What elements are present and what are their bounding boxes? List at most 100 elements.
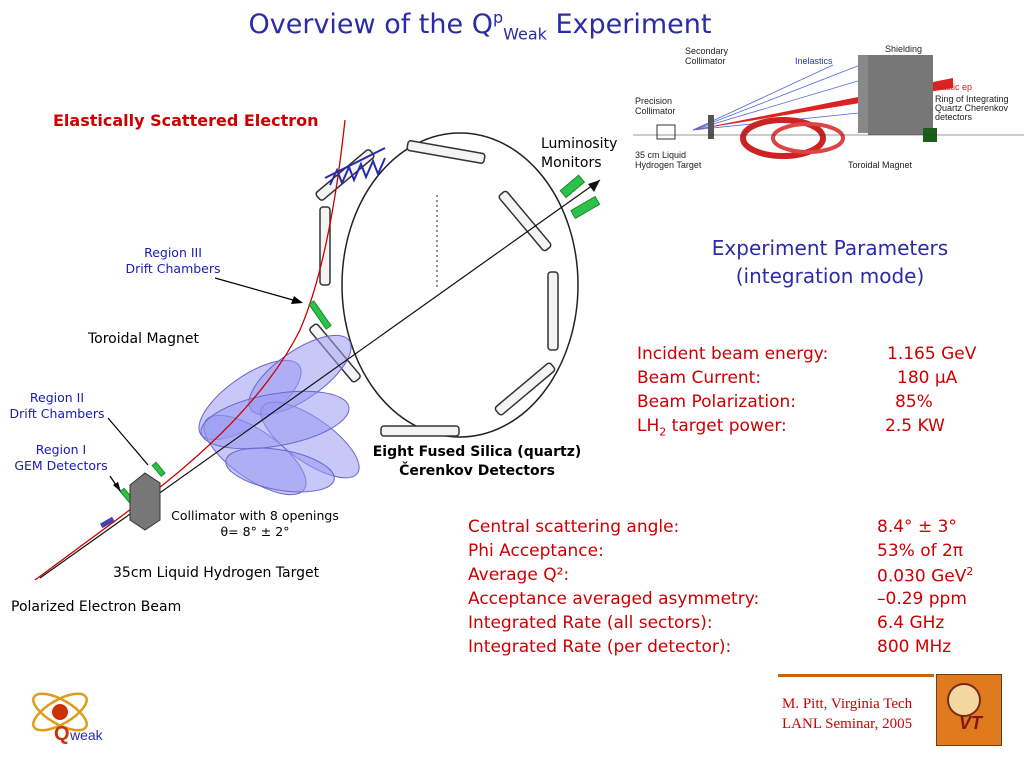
logo-nucleus [52, 704, 68, 720]
quartz-bar [380, 425, 460, 437]
result-label: Integrated Rate (per detector): [468, 637, 732, 657]
qweak-logo: Q weak [32, 692, 104, 745]
inset-label-shielding: Shielding [885, 44, 922, 54]
page-title: Overview of the QpWeak Experiment [0, 8, 960, 43]
inset-label-ring-2: Quartz Cherenkov [935, 103, 1009, 113]
label-region2: Region II Drift Chambers [2, 390, 112, 422]
label-arrowheads [113, 296, 303, 492]
label-collimator-2: θ= 8° ± 2° [220, 524, 290, 539]
label-region1: Region I GEM Detectors [6, 442, 116, 474]
inset-label-toroidal: Toroidal Magnet [848, 160, 913, 170]
param-label-main: LH [637, 416, 660, 436]
inset-label-precision-2: Collimator [635, 106, 676, 116]
label-beam: Polarized Electron Beam [11, 599, 182, 615]
result-label: Acceptance averaged asymmetry: [468, 589, 760, 609]
inset-schematic: Secondary Collimator Inelastics Shieldin… [633, 40, 1024, 180]
param-value: 85% [895, 392, 933, 412]
collimator-block [129, 472, 161, 531]
logo-letter: Q [54, 723, 70, 745]
footer-divider [778, 674, 934, 677]
result-value: 8.4° ± 3° [877, 517, 957, 537]
electron-trajectory [34, 119, 346, 581]
label-region3: Region III Drift Chambers [118, 245, 228, 277]
detector-ring [341, 132, 579, 438]
inset-magnet-coil [740, 117, 826, 159]
result-value-sup: 2 [966, 565, 974, 578]
label-collimator-1: Collimator with 8 openings [171, 508, 339, 523]
result-value-main: 0.030 GeV [877, 566, 967, 587]
param-label-post: target power: [666, 416, 787, 436]
footer-venue: LANL Seminar, 2005 [782, 716, 913, 732]
param-label-sub: 2 [659, 425, 667, 439]
params-heading-2: (integration mode) [735, 264, 925, 288]
param-label: Beam Polarization: [637, 392, 797, 412]
result-value: 0.030 GeV2 [877, 565, 973, 587]
label-luminosity: Luminosity Monitors [541, 135, 617, 173]
quartz-bar [547, 271, 559, 351]
inset-background [633, 40, 1024, 180]
label-toroidal-magnet: Toroidal Magnet [88, 331, 199, 347]
label-quartz-2: Čerenkov Detectors [399, 463, 555, 479]
result-value: 6.4 GHz [877, 613, 945, 633]
inset-label-ring-3: detectors [935, 112, 973, 122]
quartz-bars [309, 140, 559, 437]
label-quartz-detectors: Eight Fused Silica (quartz) Čerenkov Det… [362, 443, 592, 481]
inset-label-target-1: 35 cm Liquid [635, 150, 686, 160]
params-heading: Experiment Parameters (integration mode) [650, 234, 1010, 290]
label-elastic-electron: Elastically Scattered Electron [53, 111, 319, 130]
footer-author: M. Pitt, Virginia Tech [782, 696, 913, 712]
quartz-bar [406, 140, 486, 164]
inset-precision-collimator [708, 115, 714, 139]
inset-label-inelastics: Inelastics [795, 56, 833, 66]
logo-orbit-1 [32, 692, 88, 732]
label-region1-2: GEM Detectors [14, 458, 108, 473]
beam-arrowhead [588, 180, 600, 192]
title-superscript: p [492, 8, 504, 27]
param-label: LH2 target power: [637, 416, 787, 438]
label-target: 35cm Liquid Hydrogen Target [113, 565, 320, 581]
vt-hokie-icon [947, 683, 981, 717]
inset-label-elastic: Elastic ep [933, 82, 972, 92]
target-cell [99, 516, 115, 529]
vt-logo: VT [936, 674, 1002, 746]
inset-label-secondary-1: Secondary [685, 46, 729, 56]
param-value: 2.5 KW [885, 416, 945, 436]
inset-label-ring-1: Ring of Integrating [935, 94, 1009, 104]
label-luminosity-2: Monitors [541, 155, 602, 171]
param-label: Beam Current: [637, 368, 762, 388]
label-region3-2: Drift Chambers [125, 261, 221, 276]
result-value: 53% of 2π [877, 541, 964, 561]
title-text: Overview of the Q [248, 9, 493, 40]
inset-label-target-2: Hydrogen Target [635, 160, 702, 170]
label-quartz-1: Eight Fused Silica (quartz) [372, 444, 582, 460]
result-value: –0.29 ppm [877, 589, 967, 609]
label-region3-1: Region III [144, 245, 202, 260]
region3-chamber [324, 147, 386, 186]
label-region1-1: Region I [35, 442, 87, 457]
param-value: 1.165 GeV [887, 344, 977, 364]
logo-text: weak [69, 727, 104, 743]
label-collimator: Collimator with 8 openings θ= 8° ± 2° [165, 508, 345, 540]
title-text-end: Experiment [546, 9, 712, 40]
inset-magnet-coil-2 [771, 122, 845, 154]
result-label: Central scattering angle: [468, 517, 680, 537]
logo-orbit-2 [32, 692, 88, 732]
inset-label-secondary-2: Collimator [685, 56, 726, 66]
quartz-bar [494, 362, 556, 416]
green-detectors [119, 174, 601, 503]
inset-shielding [868, 55, 933, 135]
vt-logo-text: VT [959, 713, 983, 733]
result-value: 800 MHz [877, 637, 952, 657]
title-subscript: Weak [503, 24, 547, 44]
result-label: Average Q²: [468, 565, 570, 585]
label-luminosity-1: Luminosity [541, 136, 618, 152]
footer-credit: M. Pitt, Virginia Tech LANL Seminar, 200… [782, 694, 912, 734]
param-label: Incident beam energy: [637, 344, 829, 364]
params-heading-1: Experiment Parameters [711, 236, 949, 260]
inset-target-cell [656, 124, 676, 140]
inset-label-precision-1: Precision [635, 96, 672, 106]
quartz-bar [498, 190, 552, 252]
toroidal-magnet [198, 334, 360, 496]
label-region2-1: Region II [29, 390, 85, 405]
